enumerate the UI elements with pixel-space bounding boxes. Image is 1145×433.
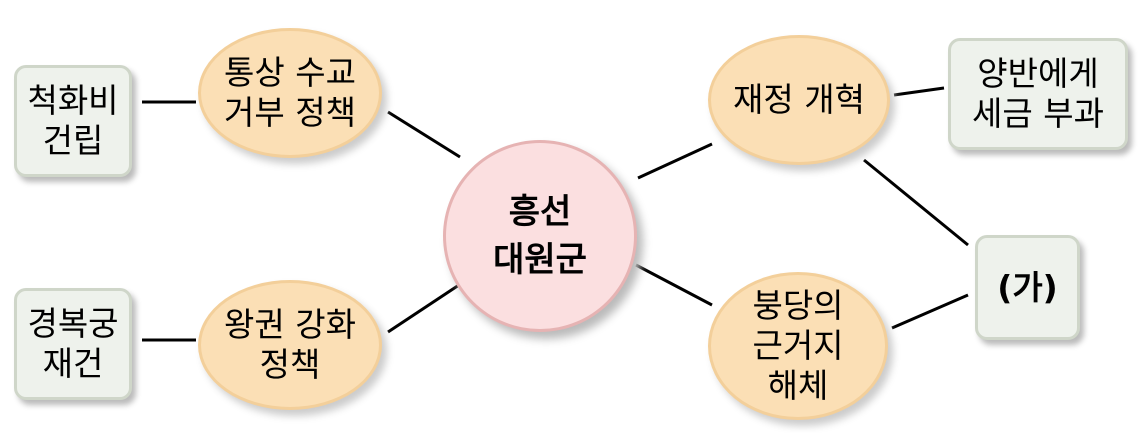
connector (863, 158, 969, 247)
node-ga: (가) (975, 235, 1080, 340)
connector (387, 110, 461, 159)
node-text: 왕권 강화 (224, 305, 356, 344)
connector (635, 263, 713, 307)
node-text: (가) (997, 267, 1058, 307)
node-text: 붕당의 (752, 286, 844, 325)
node-text: 해체 (767, 366, 829, 405)
node-text: 척화비 (27, 81, 119, 120)
connector (891, 293, 969, 330)
node-text: 건립 (42, 121, 104, 160)
node-text: 세금 부과 (972, 94, 1104, 133)
node-text: 근거지 (752, 326, 844, 365)
node-text: 흥선 (508, 192, 572, 232)
node-text: 양반에게 (977, 54, 1099, 93)
node-fiscal-reform: 재정 개혁 (708, 35, 890, 165)
node-text: 정책 (259, 345, 321, 384)
node-text: 대원군 (493, 240, 587, 280)
node-text: 통상 수교 (224, 53, 356, 92)
node-text: 거부 정책 (224, 93, 356, 132)
connector (637, 142, 713, 180)
node-text: 재건 (42, 344, 104, 383)
connector (893, 86, 945, 97)
node-text: 경복궁 (27, 304, 119, 343)
node-text: 재정 개혁 (733, 80, 865, 119)
connector (387, 281, 463, 334)
